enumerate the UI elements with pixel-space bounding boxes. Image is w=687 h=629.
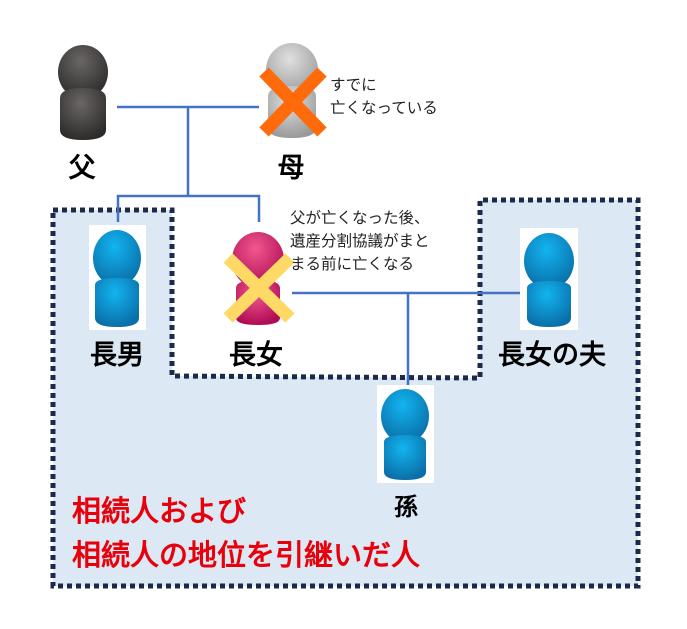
daughter-note-line: 遺産分割協議がまと [290, 232, 430, 250]
mother-label: 母 [277, 153, 305, 184]
father-figure-icon [58, 45, 108, 140]
legend-line-2: 相続人の地位を引継いだ人 [72, 538, 421, 572]
deceased-x-mark-icon [223, 253, 295, 323]
daughter-note-line: まる前に亡くなる [290, 255, 415, 273]
daughter-note: 父が亡くなった後、遺産分割協議がまとまる前に亡くなる [290, 207, 430, 276]
grandchild-label: 孫 [394, 493, 418, 521]
legend-line-1: 相続人および [72, 494, 247, 528]
family-lines [116, 105, 520, 386]
daughter-note-line: 父が亡くなった後、 [290, 209, 430, 227]
mother-note: すでに亡くなっている [330, 74, 438, 120]
deceased-x-mark-icon [259, 67, 327, 137]
eldest-son-figure-icon [93, 230, 141, 327]
mother-note-line: すでに [330, 76, 377, 94]
husband-figure-icon [524, 233, 574, 327]
heirs-region [50, 197, 641, 589]
mother-note-line: 亡くなっている [330, 99, 438, 117]
grandchild-figure-icon [381, 389, 429, 480]
eldest-daughter-label: 長女 [229, 340, 283, 371]
father-label: 父 [68, 153, 96, 184]
eldest-son-label: 長男 [90, 340, 144, 371]
husband-label: 長女の夫 [498, 340, 606, 371]
